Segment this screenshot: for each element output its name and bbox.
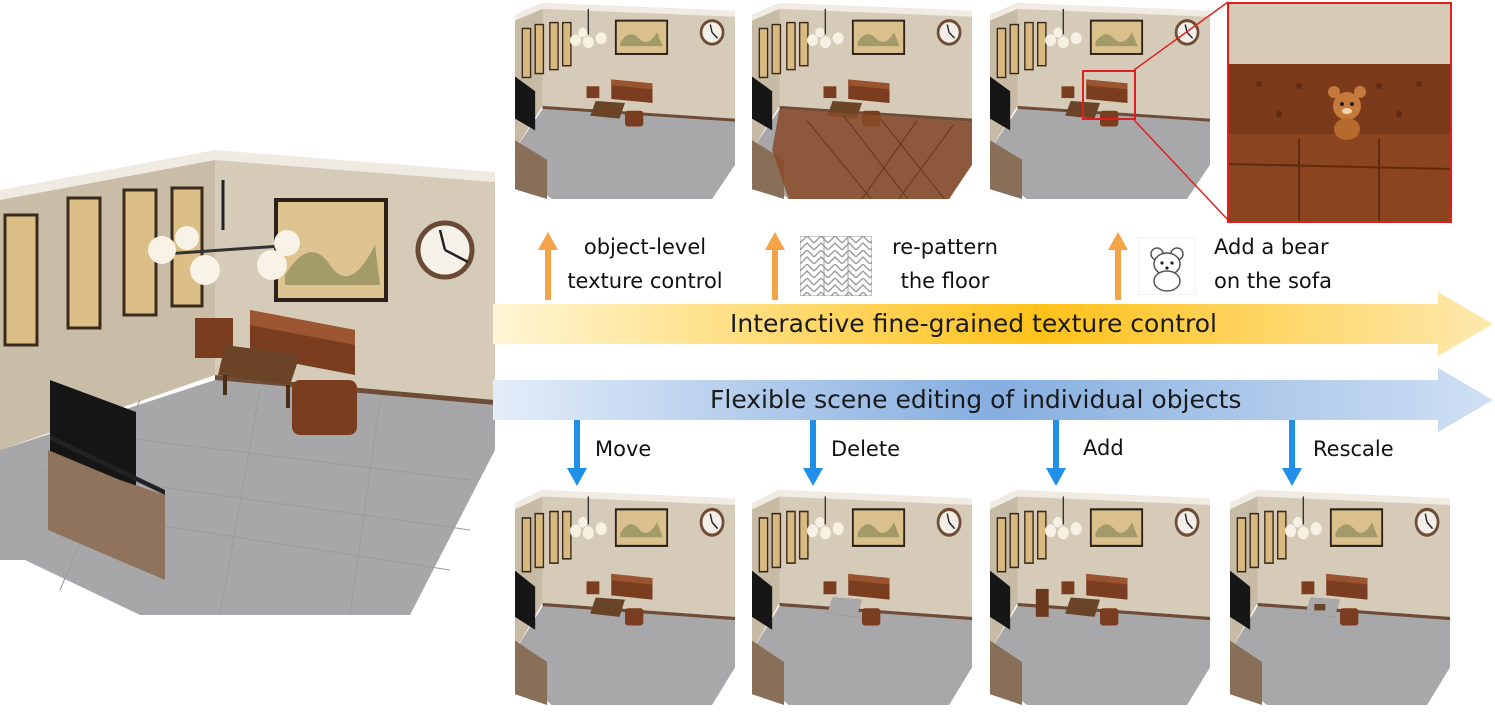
zoom-inset-sofa [1227,2,1452,223]
texture-step-label: object-level texture control [567,235,723,293]
up-arrow-icon [765,232,785,300]
up-arrow-icon [1108,232,1128,300]
edit-step-label-add: Add [1083,436,1124,460]
texture-band-arrow [493,292,1493,356]
texture-step-label: re-pattern the floor [892,235,998,293]
edit-step-label-rescale: Rescale [1313,437,1394,461]
main-scene-render [0,150,495,615]
down-arrow-icon [1282,420,1302,486]
texture-step-label: Add a bear on the sofa [1214,235,1333,293]
edit-result-image-move [515,490,735,705]
edit-band-title: Flexible scene editing of individual obj… [710,385,1242,414]
edit-result-image-rescale [1230,490,1450,705]
edit-result-image-add [990,490,1210,705]
edit-band-arrow [493,368,1493,432]
herringbone-pattern-icon [800,236,872,296]
bear-icon [1138,237,1196,295]
texture-result-image-2 [752,3,972,199]
down-arrow-icon [1046,420,1066,486]
zoom-source-box [1082,70,1136,120]
texture-band-title: Interactive fine-grained texture control [730,309,1217,338]
edit-step-label-move: Move [595,437,652,461]
up-arrow-icon [538,232,558,300]
down-arrow-icon [803,420,823,486]
edit-step-label-delete: Delete [831,437,900,461]
texture-result-image-1 [515,3,735,199]
down-arrow-icon [567,420,587,486]
edit-result-image-delete [752,490,972,705]
zoom-connector-lines [1133,1,1229,221]
